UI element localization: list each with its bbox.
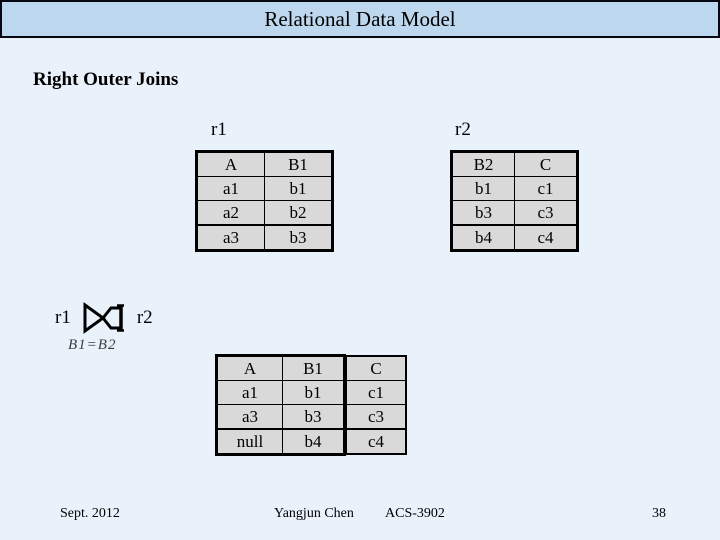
table-cell: c4	[345, 428, 407, 455]
table-cell: a3	[216, 404, 283, 430]
column-header-cell: B1	[282, 355, 345, 381]
table-row: c1	[345, 380, 407, 405]
table-cell: a1	[196, 176, 265, 201]
footer-course: ACS-3902	[385, 506, 445, 521]
table-cell: b4	[282, 428, 345, 455]
table-cell: b1	[282, 380, 345, 405]
table-cell: c3	[345, 404, 407, 430]
section-heading: Right Outer Joins	[33, 69, 179, 90]
column-header-cell: C	[514, 151, 578, 177]
table-cell: a3	[196, 224, 265, 251]
join-condition: B1=B2	[68, 337, 117, 353]
header-row: C	[345, 355, 407, 381]
column-header-cell: A	[196, 151, 265, 177]
join-right-operand: r2	[136, 307, 153, 328]
table-cell: b3	[264, 224, 333, 251]
column-header-cell: B2	[451, 151, 515, 177]
table-cell: a1	[216, 380, 283, 405]
column-header-cell: A	[216, 355, 283, 381]
table-cell: b2	[264, 200, 333, 226]
table-cell: c3	[514, 200, 578, 226]
footer-author: Yangjun Chen	[274, 506, 354, 521]
column-header-cell: B1	[264, 151, 333, 177]
table-cell: b3	[451, 200, 515, 226]
column-header-cell: C	[345, 355, 407, 381]
table-cell: b1	[264, 176, 333, 201]
table-cell: b3	[282, 404, 345, 430]
table-cell: b4	[451, 224, 515, 251]
table-row: c3	[345, 404, 407, 430]
table-cell: c1	[345, 380, 407, 405]
table-cell: null	[216, 428, 283, 455]
right-outer-join-icon	[83, 302, 124, 334]
table-label-r1: r1	[211, 119, 227, 140]
title-bar: Relational Data Model	[0, 0, 720, 38]
table-cell: c4	[514, 224, 578, 251]
table-cell: c1	[514, 176, 578, 201]
footer-date: Sept. 2012	[60, 506, 120, 521]
join-expression: r1 r2	[55, 300, 153, 336]
join-left-operand: r1	[55, 307, 71, 328]
table-cell: b1	[451, 176, 515, 201]
table-label-r2: r2	[455, 119, 471, 140]
slide-title: Relational Data Model	[264, 6, 456, 31]
footer-page-number: 38	[652, 506, 666, 521]
table-row: c4	[345, 428, 407, 455]
table-cell: a2	[196, 200, 265, 226]
